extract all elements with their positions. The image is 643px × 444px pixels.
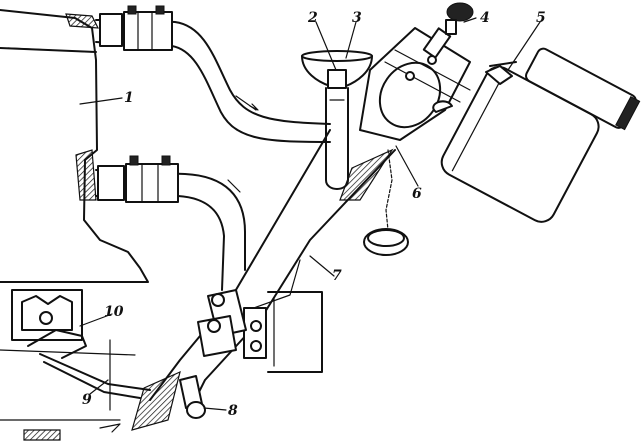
leader-lines [79, 17, 541, 411]
linkage [0, 289, 151, 441]
callout-label-7: 7 [332, 268, 342, 284]
callout-label-6: 6 [412, 186, 422, 202]
bracket-plate [243, 291, 323, 373]
callout-label-9: 9 [82, 392, 92, 408]
callout-label-5: 5 [536, 10, 546, 26]
main-tube [149, 129, 396, 411]
upper-hose [95, 5, 331, 143]
valve-head [359, 2, 474, 141]
canister [432, 47, 641, 223]
engine-block [0, 9, 149, 283]
pendant-plug [363, 149, 409, 256]
callout-label-2: 2 [307, 10, 318, 26]
callout-label-10: 10 [104, 304, 124, 320]
callout-label-3: 3 [352, 10, 362, 26]
funnel [301, 50, 373, 190]
lower-valve [131, 289, 247, 431]
callout-labels: 1 2 3 4 5 6 7 8 9 10 [82, 10, 546, 419]
callout-label-8: 8 [228, 403, 238, 419]
callout-label-4: 4 [480, 10, 490, 26]
callout-label-1: 1 [124, 90, 134, 106]
lower-hose [95, 155, 246, 291]
